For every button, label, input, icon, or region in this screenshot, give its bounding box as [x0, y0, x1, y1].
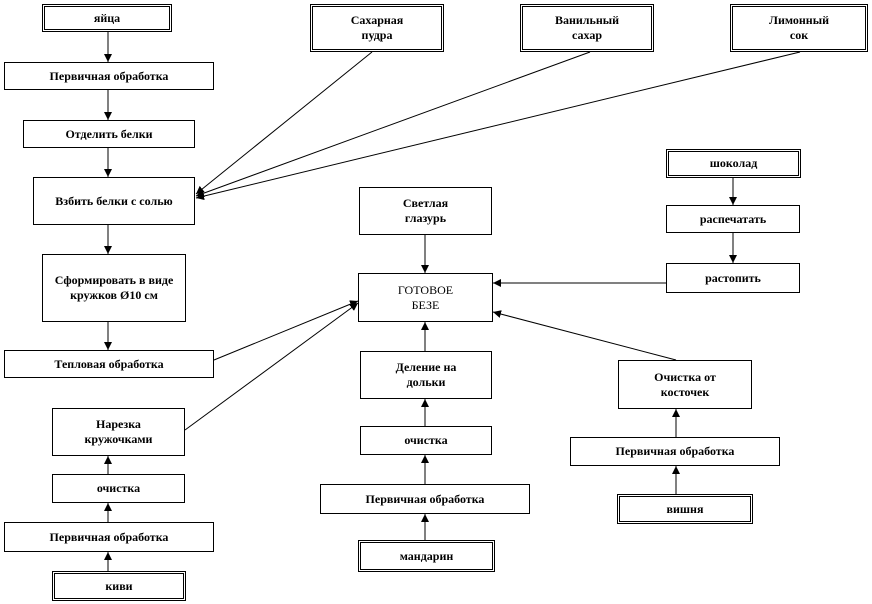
node-kiwi-primary-processing: Первичная обработка [4, 522, 214, 552]
node-cherry: вишня [617, 494, 753, 524]
node-light-glaze: Светлая глазурь [359, 187, 492, 235]
arrow-sugar-to-beat [195, 51, 373, 195]
node-mandarin: мандарин [358, 540, 495, 572]
node-kiwi-clean: очистка [52, 474, 185, 503]
node-heat-treatment: Тепловая обработка [4, 350, 214, 378]
node-unpack: распечатать [666, 205, 800, 233]
arrow-kiwi-slice-to-ready [184, 302, 359, 431]
arrow-lemon-to-beat [195, 51, 801, 201]
node-eggs-primary-processing: Первичная обработка [4, 62, 214, 90]
node-powdered-sugar: Сахарная пудра [310, 4, 444, 52]
arrow-vanilla-to-beat [195, 51, 591, 198]
node-beat-whites: Взбить белки с солью [33, 177, 195, 225]
arrow-heat-to-ready [213, 300, 359, 361]
node-chocolate: шоколад [666, 149, 801, 178]
node-mandarin-primary-processing: Первичная обработка [320, 484, 530, 514]
node-form-circles: Сформировать в виде кружков Ø10 см [42, 254, 186, 322]
node-kiwi: киви [52, 571, 186, 601]
node-ready-meringue: ГОТОВОЕ БЕЗЕ [358, 273, 493, 322]
node-mandarin-clean: очистка [360, 426, 492, 455]
node-kiwi-slice: Нарезка кружочками [52, 408, 185, 456]
node-divide-segments: Деление на дольки [360, 351, 492, 399]
node-cherry-primary-processing: Первичная обработка [570, 437, 780, 466]
node-pit-removal: Очистка от косточек [618, 360, 752, 409]
node-vanilla-sugar: Ванильный сахар [520, 4, 654, 52]
node-melt: растопить [666, 263, 800, 293]
node-separate-whites: Отделить белки [23, 120, 195, 148]
node-lemon-juice: Лимонный сок [730, 4, 868, 52]
arrow-pits-to-ready [492, 310, 677, 361]
node-eggs: яйца [42, 4, 172, 32]
